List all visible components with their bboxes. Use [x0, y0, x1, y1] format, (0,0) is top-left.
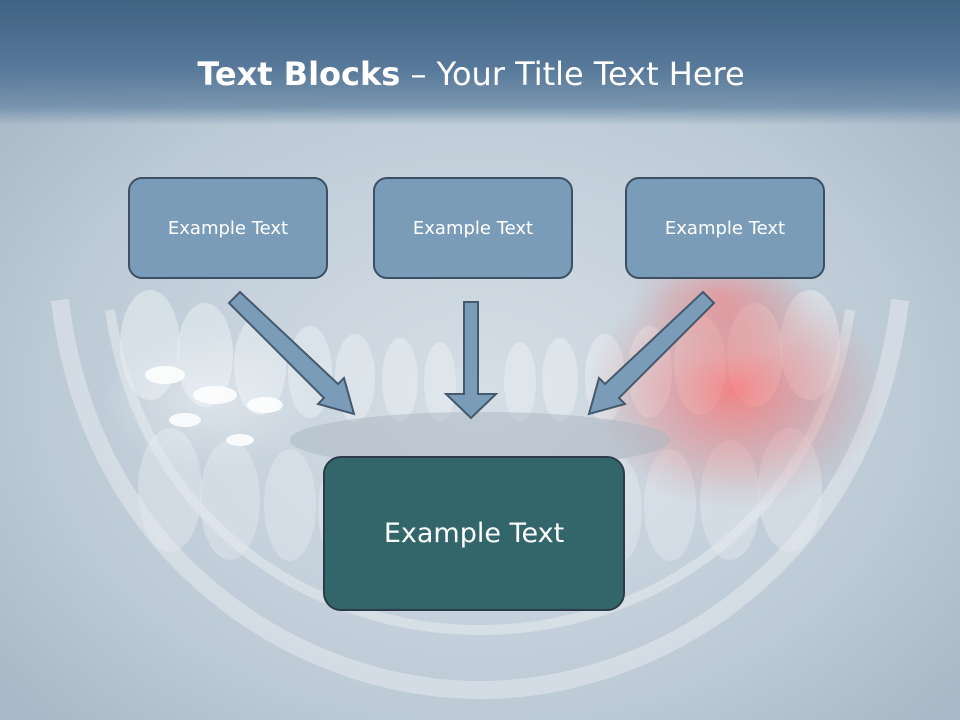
text-block-3-label: Example Text [664, 217, 786, 239]
page-title: Text Blocks – Your Title Text Here [0, 52, 942, 96]
text-block-2[interactable]: Example Text [373, 177, 573, 279]
text-block-1[interactable]: Example Text [128, 177, 328, 279]
title-rest: Your Title Text Here [436, 55, 745, 93]
text-block-2-label: Example Text [412, 217, 534, 239]
result-block-label: Example Text [383, 518, 565, 549]
title-dash: – [400, 55, 437, 93]
arrow-left-diagonal [227, 290, 356, 416]
text-block-1-label: Example Text [167, 217, 289, 239]
arrow-right-diagonal [587, 290, 716, 416]
result-block[interactable]: Example Text [323, 456, 625, 611]
arrow-center-down [443, 301, 499, 420]
title-bar [0, 0, 960, 125]
text-block-3[interactable]: Example Text [625, 177, 825, 279]
title-bold: Text Blocks [197, 55, 401, 93]
